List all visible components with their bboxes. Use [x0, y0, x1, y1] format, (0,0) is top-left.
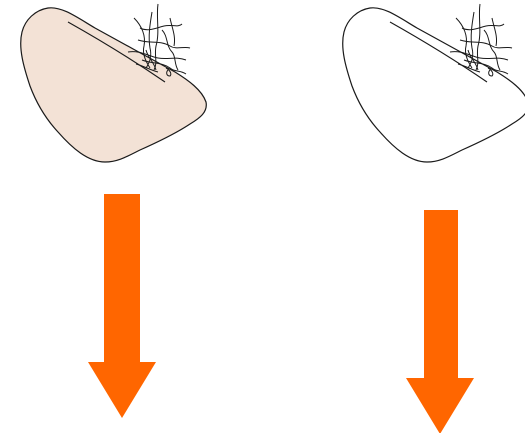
outline-blob-shape — [343, 8, 525, 162]
right-figure — [343, 4, 525, 433]
arrow-down-left — [88, 194, 156, 418]
left-figure — [21, 4, 207, 418]
arrow-down-right — [406, 210, 474, 433]
filled-blob-shape — [21, 8, 207, 162]
